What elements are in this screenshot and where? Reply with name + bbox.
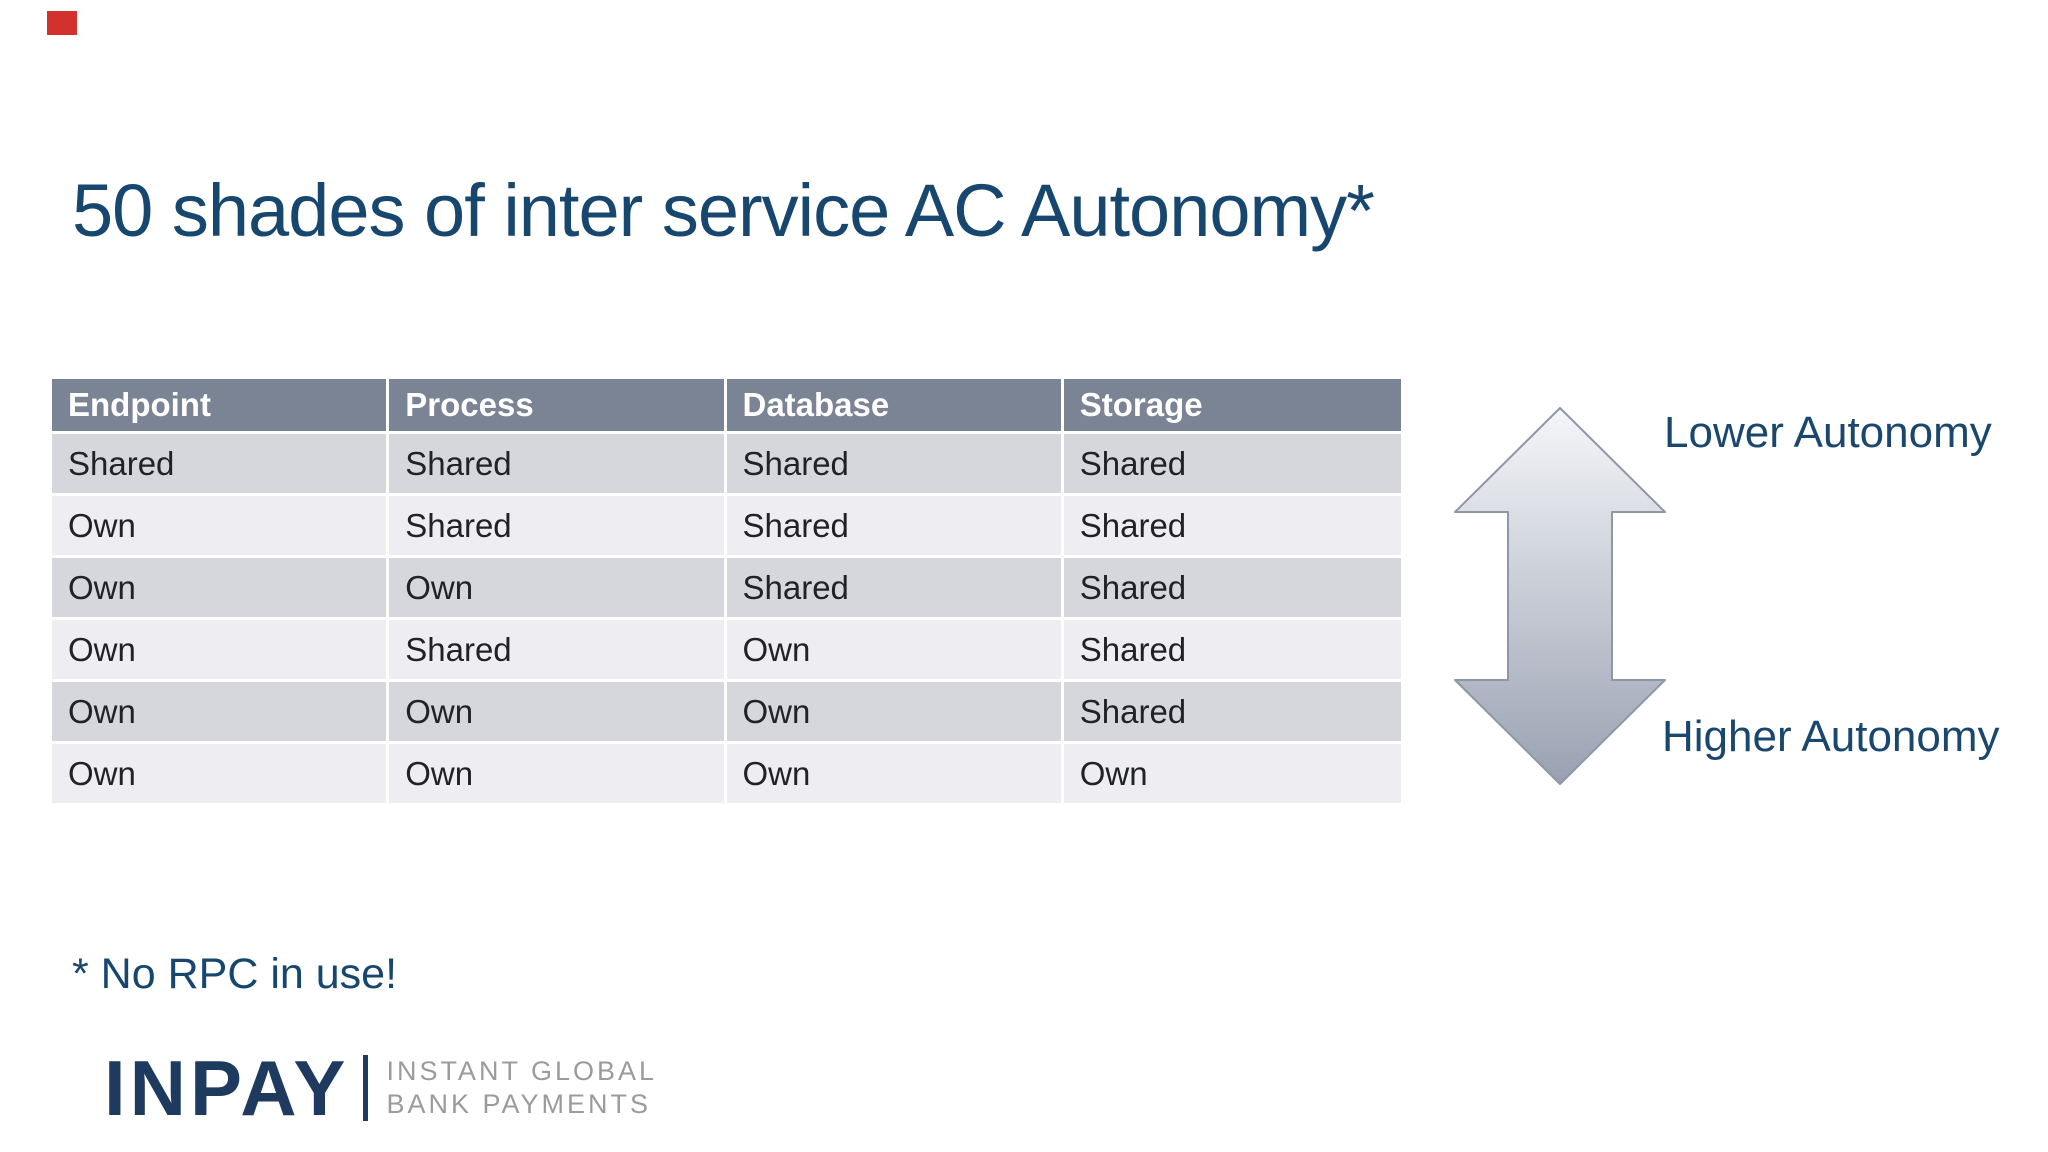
table-cell: Shared	[726, 496, 1064, 558]
table-cell: Shared	[1063, 496, 1401, 558]
table-cell: Own	[52, 558, 390, 620]
logo-tagline: INSTANT GLOBAL BANK PAYMENTS	[386, 1055, 657, 1121]
higher-autonomy-label: Higher Autonomy	[1662, 712, 2000, 761]
table-cell: Shared	[726, 558, 1064, 620]
table-row: Own Shared Shared Shared	[52, 496, 1401, 558]
column-header-storage: Storage	[1063, 379, 1401, 434]
table-cell: Shared	[389, 620, 727, 682]
footnote: * No RPC in use!	[72, 950, 398, 998]
column-header-database: Database	[726, 379, 1064, 434]
table-cell: Own	[389, 744, 727, 806]
table-cell: Shared	[389, 496, 727, 558]
table-cell: Shared	[1063, 558, 1401, 620]
slide-title: 50 shades of inter service AC Autonomy*	[72, 168, 1375, 252]
inpay-logo: INPAY INSTANT GLOBAL BANK PAYMENTS	[104, 1044, 657, 1132]
double-arrow-icon	[1454, 407, 1666, 785]
table-cell: Own	[52, 744, 390, 806]
autonomy-table: Endpoint Process Database Storage Shared…	[52, 379, 1401, 806]
table-cell: Own	[389, 682, 727, 744]
table-cell: Own	[389, 558, 727, 620]
logo-divider	[363, 1055, 369, 1121]
table-cell: Shared	[726, 434, 1064, 496]
table-header: Endpoint Process Database Storage	[52, 379, 1401, 434]
table-row: Own Own Own Shared	[52, 682, 1401, 744]
table-cell: Shared	[389, 434, 727, 496]
table-cell: Shared	[1063, 620, 1401, 682]
red-marker	[47, 11, 77, 35]
table-cell: Own	[1063, 744, 1401, 806]
lower-autonomy-label: Lower Autonomy	[1664, 408, 1992, 457]
table-row: Shared Shared Shared Shared	[52, 434, 1401, 496]
table-row: Own Shared Own Shared	[52, 620, 1401, 682]
table-cell: Own	[52, 682, 390, 744]
table-cell: Own	[726, 620, 1064, 682]
logo-tagline-line1: INSTANT GLOBAL	[386, 1056, 658, 1086]
column-header-endpoint: Endpoint	[52, 379, 390, 434]
table-cell: Own	[52, 620, 390, 682]
table-cell: Shared	[1063, 434, 1401, 496]
table-cell: Own	[726, 744, 1064, 806]
table-cell: Shared	[1063, 682, 1401, 744]
table-header-row: Endpoint Process Database Storage	[52, 379, 1401, 434]
logo-brand-text: INPAY	[104, 1044, 350, 1132]
table-cell: Shared	[52, 434, 390, 496]
logo-tagline-line2: BANK PAYMENTS	[386, 1089, 651, 1119]
table-cell: Own	[726, 682, 1064, 744]
table-row: Own Own Own Own	[52, 744, 1401, 806]
table-body: Shared Shared Shared Shared Own Shared S…	[52, 434, 1401, 806]
column-header-process: Process	[389, 379, 727, 434]
table-row: Own Own Shared Shared	[52, 558, 1401, 620]
table-cell: Own	[52, 496, 390, 558]
